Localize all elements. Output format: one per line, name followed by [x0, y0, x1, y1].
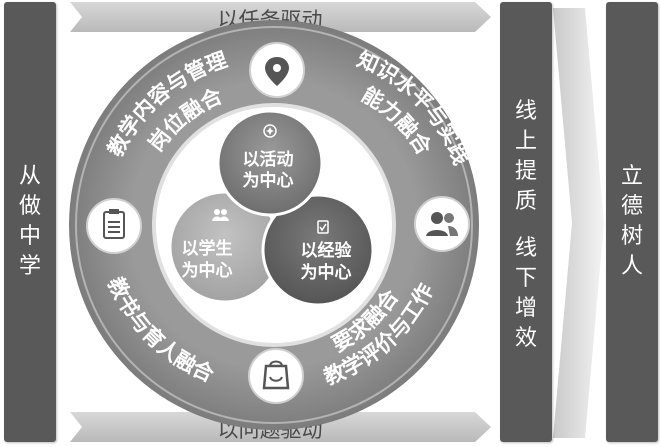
- left-bar-char: 做: [18, 194, 41, 219]
- right-bar-char: 线: [514, 236, 537, 261]
- far-right-bar-char: 立: [620, 164, 643, 189]
- far-right-bar-char: 人: [620, 254, 643, 279]
- far-right-bar-char: 树: [620, 224, 643, 249]
- left-bar-char: 从: [18, 164, 41, 189]
- outer-ring-border: [75, 26, 473, 424]
- far-right-bar-text: 立 德 树 人: [606, 162, 658, 282]
- right-bar-char: 提: [514, 159, 537, 184]
- right-bar-column-2: 线 下 增 效: [500, 234, 552, 354]
- left-bar: 从 做 中 学: [4, 2, 56, 442]
- activity-small-icon: [263, 124, 277, 138]
- activity-label-2: 为中心: [243, 170, 294, 191]
- experience-label-1: 以经验: [301, 240, 353, 261]
- right-bar-char: 线: [514, 99, 537, 124]
- inner-disc-border: [152, 103, 396, 347]
- location-pin-icon: [249, 42, 305, 98]
- far-right-bar-char: 德: [620, 194, 643, 219]
- experience-label-2: 为中心: [301, 262, 352, 283]
- far-right-bar: 立 德 树 人: [606, 2, 658, 442]
- right-bar-char: 质: [514, 189, 537, 214]
- users-icon: [414, 196, 470, 252]
- left-bar-text: 从 做 中 学: [4, 162, 56, 282]
- activity-label-1: 以活动: [243, 149, 294, 170]
- left-bar-char: 学: [18, 254, 41, 279]
- right-bar-char: 下: [514, 266, 537, 291]
- left-bar-char: 中: [18, 224, 41, 249]
- experience-circle: [261, 193, 375, 307]
- right-bar-char: 效: [514, 326, 537, 351]
- top-arrow-shape: [70, 2, 491, 32]
- activity-circle: [216, 109, 324, 217]
- clipboard-icon: [86, 198, 142, 254]
- right-middle-bar: 线 上 提 质 线 下 增 效: [500, 2, 552, 442]
- right-bar-column-1: 线 上 提 质: [500, 97, 552, 217]
- right-bar-char: 上: [514, 129, 537, 154]
- student-label-1: 以学生: [182, 238, 233, 259]
- top-arrow-band: 以任务驱动: [70, 0, 493, 34]
- student-label-2: 为中心: [182, 260, 233, 281]
- right-bar-char: 增: [514, 296, 537, 321]
- shopping-bag-icon: [248, 348, 304, 404]
- student-small-icon: [212, 209, 229, 221]
- experience-small-icon: [317, 220, 329, 234]
